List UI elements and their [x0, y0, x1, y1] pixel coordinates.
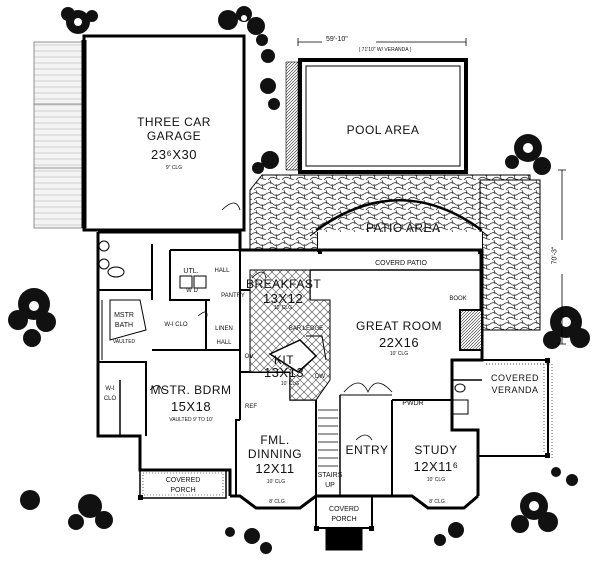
covered-porch-left — [139, 469, 227, 499]
garage-label-line1: THREE CAR — [137, 115, 211, 129]
breakfast-kitchen-tile — [249, 269, 331, 401]
bay-windows — [239, 495, 479, 509]
dw-label: DW — [315, 374, 325, 380]
mstr-bath-label2: BATH — [114, 322, 134, 329]
bath-fixtures — [98, 240, 469, 415]
dining-size: 12X11 — [255, 461, 295, 476]
study-size: 12X11⁶ — [413, 459, 459, 474]
overall-depth-label: 70'-3" — [551, 246, 559, 265]
mstr-bdrm-label: MSTR. BDRM — [150, 383, 232, 397]
study-ceiling: 10' CLG — [426, 477, 446, 483]
garage-size: 23⁶X30 — [151, 147, 197, 162]
wic-upper-label: W-I CLO — [164, 322, 188, 328]
garage-ceiling: 9" CLG — [165, 165, 183, 171]
covered-porch-front-label: COVERD — [329, 506, 359, 513]
dining-bay-ceiling: 8' CLG — [269, 499, 285, 505]
covered-porch-left-label: COVERED — [165, 477, 201, 484]
entry-label: ENTRY — [345, 443, 389, 457]
linen-hall-label: HALL — [216, 340, 232, 346]
stairs-label: STAIRS — [317, 472, 343, 479]
overall-width-label: 59'-10" — [326, 36, 348, 43]
stairs-up-label: UP — [325, 482, 335, 489]
dining-ceiling: 10' CLG — [266, 479, 286, 485]
covered-porch-front-label2: PORCH — [331, 516, 357, 523]
study-bay-ceiling: 8' CLG — [429, 499, 445, 505]
mstr-bdrm-note: VAULTED 9' TO 10' — [169, 417, 213, 423]
pool-label: POOL AREA — [346, 123, 420, 137]
utility-label: UTL. — [183, 268, 199, 275]
stairs — [318, 409, 338, 467]
hall-upper-label: HALL — [214, 268, 230, 274]
covered-veranda-label: COVERED — [490, 373, 539, 383]
mstr-bdrm-size: 15X18 — [170, 399, 212, 414]
linen-label: LINEN — [215, 326, 233, 332]
covered-veranda — [478, 359, 553, 460]
pantry-label: PANTRY — [221, 293, 245, 299]
patio-label: PATIO AREA — [366, 221, 441, 235]
wd-label: W D — [186, 288, 198, 294]
book-label: BOOK — [449, 296, 467, 302]
kitchen-ceiling: 10' CLG — [280, 381, 300, 387]
breakfast-ceiling: 10' CLG — [273, 305, 293, 311]
ov-label: OV — [244, 354, 254, 360]
doors — [149, 202, 393, 441]
garage-label-line2: GARAGE — [146, 129, 202, 143]
breakfast-size: 13X12 — [262, 291, 304, 306]
pool-area — [285, 58, 468, 174]
covered-veranda-label2: VERANDA — [491, 385, 539, 395]
great-room-ceiling: 10' CLG — [389, 351, 409, 357]
covered-patio-label: COVERD PATIO — [375, 260, 427, 267]
breakfast-label: BREAKFAST — [246, 277, 322, 291]
kitchen-island — [268, 339, 318, 373]
wic-lower-label: W-I — [105, 386, 115, 392]
wic-lower-label2: CLO — [103, 396, 117, 402]
covered-porch-left-label2: PORCH — [170, 487, 196, 494]
great-room-label: GREAT ROOM — [356, 319, 442, 333]
kitchen-size: 13X13 — [263, 365, 305, 380]
kitchen-label: KIT — [273, 353, 295, 367]
ref-label: REF — [245, 404, 257, 410]
dimension-lines — [297, 38, 566, 345]
fireplace — [459, 309, 483, 351]
pwdr-label: PWDR — [402, 400, 424, 407]
overall-width-note: ( 71'10" W/ VERANDA ) — [358, 47, 412, 53]
bar-ledge-label: BAR LEDGE — [288, 326, 324, 332]
dining-label: FML. — [260, 433, 290, 447]
mstr-bath-label: MSTR — [114, 312, 134, 319]
front-steps — [325, 528, 363, 551]
dining-label2: DINNING — [247, 447, 303, 461]
landscaping — [8, 6, 590, 554]
mstr-bath-note: VAULTED — [112, 339, 136, 345]
great-room-size: 22X16 — [378, 335, 420, 350]
study-label: STUDY — [414, 443, 458, 457]
columns — [138, 250, 550, 531]
garage — [33, 34, 246, 232]
